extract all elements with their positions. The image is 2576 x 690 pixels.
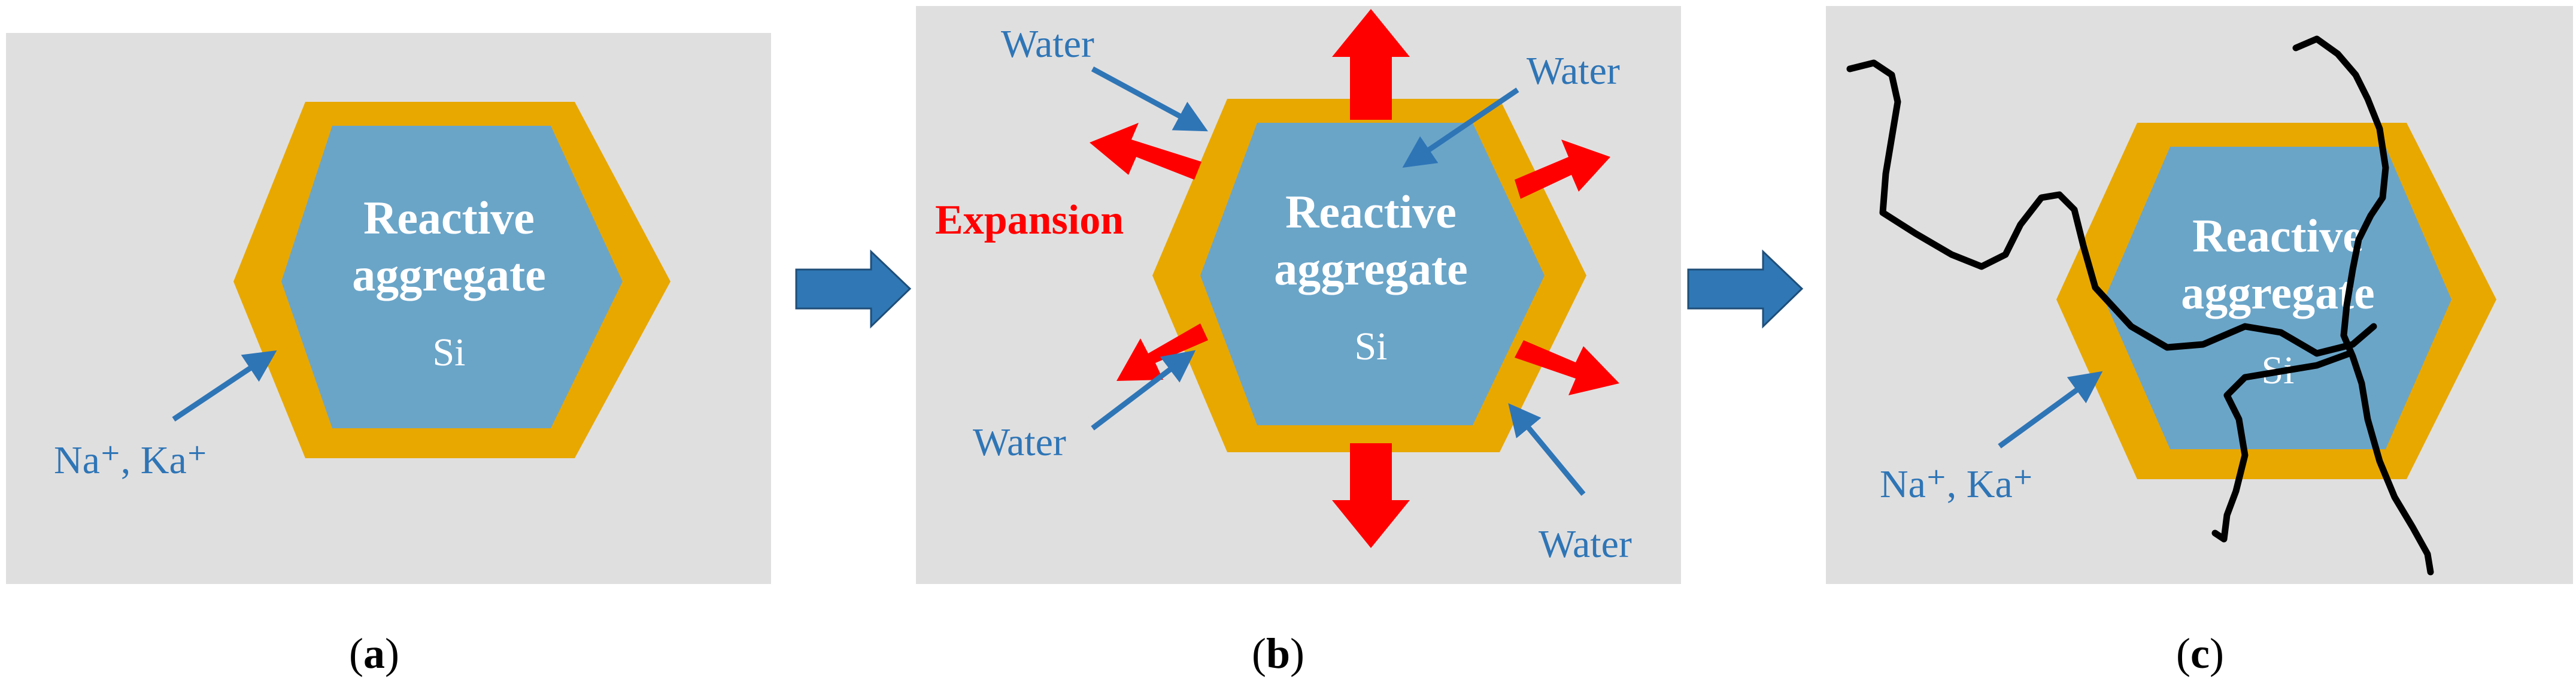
- crack-right: [2292, 35, 2434, 576]
- expansion-arrow-upper-right: [1515, 140, 1610, 199]
- water-arrow-bottom-left: [1091, 350, 1196, 431]
- caption-a: (a): [349, 630, 399, 677]
- caption-c: (c): [2176, 630, 2224, 677]
- water-label-top-left: Water: [1001, 22, 1094, 66]
- caption-b: (b): [1252, 630, 1304, 677]
- water-arrow-bottom-right: [1508, 403, 1586, 496]
- expansion-arrow-up: [1332, 9, 1410, 120]
- process-arrow-2: [1687, 249, 1804, 329]
- panel-b: Reactive aggregate Si Expansion Water Wa…: [916, 6, 1681, 584]
- expansion-arrow-upper-left: [1090, 123, 1201, 180]
- expansion-label: Expansion: [935, 197, 1124, 243]
- panel-c-ions-label: Na⁺, Ka⁺: [1880, 462, 2034, 506]
- panel-a-ions-arrow: [172, 350, 277, 422]
- panel-b-core: [1200, 123, 1545, 425]
- water-arrow-top-left: [1091, 66, 1208, 132]
- panel-b-core-label-line2: aggregate: [1274, 243, 1467, 295]
- panel-a-core-label-line2: aggregate: [352, 249, 545, 301]
- expansion-arrow-lower-right: [1515, 340, 1619, 395]
- panel-c-ions-arrow: [1998, 371, 2103, 449]
- water-label-bottom-left: Water: [973, 420, 1066, 464]
- panel-a-core-label-line1: Reactive: [363, 192, 535, 244]
- crack-lower: [2211, 350, 2353, 543]
- panel-a-ions-label: Na⁺, Ka⁺: [54, 438, 208, 482]
- panel-a-core: [281, 126, 623, 428]
- panel-c-core-label-line2: aggregate: [2181, 267, 2374, 319]
- water-label-bottom-right: Water: [1539, 522, 1632, 566]
- crack-top-left: [1846, 59, 2377, 357]
- water-label-top-right: Water: [1527, 49, 1620, 93]
- panel-a: Reactive aggregate Si Na⁺, Ka⁺: [6, 33, 771, 584]
- panel-b-core-label-line1: Reactive: [1285, 186, 1457, 238]
- panel-c-core-label-line1: Reactive: [2192, 210, 2363, 262]
- panel-a-si-label: Si: [432, 331, 465, 374]
- expansion-arrow-down: [1332, 443, 1410, 548]
- water-arrow-top-right: [1402, 87, 1519, 168]
- panel-b-si-label: Si: [1354, 325, 1387, 368]
- process-arrow-1: [795, 249, 912, 329]
- panel-c: Reactive aggregate Si Na⁺, Ka⁺: [1826, 6, 2573, 584]
